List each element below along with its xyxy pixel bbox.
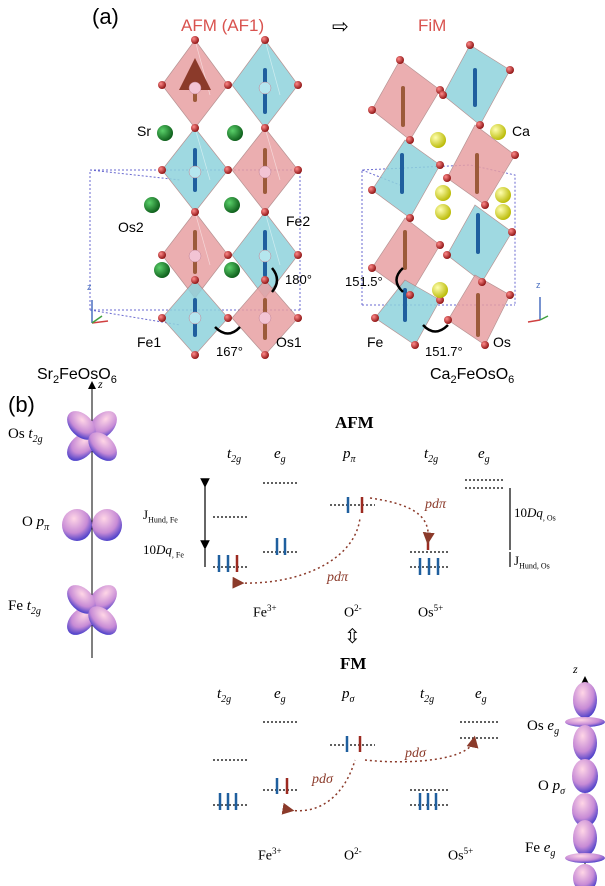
fm-hop-right: pdσ xyxy=(405,746,426,761)
fm-col-fe-eg: eg xyxy=(274,686,286,705)
orbital-label-os-eg: Os eg xyxy=(527,718,560,737)
double-arrow-icon: ⇳ xyxy=(344,626,361,648)
orbital-label-fe-eg: Fe eg xyxy=(525,840,556,859)
angle-arc-167 xyxy=(214,326,241,335)
afm-spins xyxy=(217,497,440,575)
sr-atoms xyxy=(144,125,243,278)
axis-z-b-right: z xyxy=(573,662,578,676)
fm-ion-fe: Fe3+ xyxy=(258,846,282,864)
orbital-label-fe-t2g: Fe t2g xyxy=(8,598,41,617)
dq-os: 10Dq, Os xyxy=(514,505,556,523)
afm-ion-os: Os5+ xyxy=(418,603,444,621)
angle-167: 167° xyxy=(216,344,243,359)
fm-ion-os: Os5+ xyxy=(448,846,474,864)
label-os1: Os1 xyxy=(276,334,302,350)
ca-atoms xyxy=(430,124,511,298)
afm-crystal-structure xyxy=(89,36,302,359)
label-ca: Ca xyxy=(512,123,530,139)
orbital-label-o-psigma: O pσ xyxy=(538,778,566,797)
fm-col-os-t2g: t2g xyxy=(420,686,435,705)
fm-level-diagram xyxy=(213,721,500,815)
angle-arc-151-7 xyxy=(422,324,449,333)
jhund-os: JHund, Os xyxy=(514,553,550,571)
label-os2: Os2 xyxy=(118,219,144,235)
axis-z-right: z xyxy=(536,280,541,290)
afm-col-o-ppi: pπ xyxy=(343,446,356,465)
afm-ion-fe: Fe3+ xyxy=(253,603,277,621)
fm-ion-o: O2- xyxy=(344,846,362,864)
angle-151-5: 151.5° xyxy=(345,274,383,289)
angle-arc-151-5 xyxy=(395,267,404,293)
axis-triad-right xyxy=(527,297,549,323)
afm-title-b: AFM xyxy=(335,413,374,432)
label-fe: Fe xyxy=(367,334,384,350)
panel-a-label: (a) xyxy=(92,4,119,29)
fm-hop-left: pdσ xyxy=(312,772,333,787)
oxygen-atoms-right xyxy=(368,41,519,349)
afm-levels xyxy=(213,479,503,568)
label-fe1: Fe1 xyxy=(137,334,162,350)
fm-col-o-psigma: pσ xyxy=(342,686,355,705)
axis-z-left: z xyxy=(87,282,92,292)
label-sr: Sr xyxy=(137,123,151,139)
afm-hop-lower: pdπ xyxy=(327,570,349,585)
angle-arc-180 xyxy=(271,267,279,293)
angle-180: 180° xyxy=(285,272,312,287)
orbital-label-o-ppi: O pπ xyxy=(22,514,50,533)
afm-level-diagram xyxy=(200,478,511,589)
axis-triad-left xyxy=(91,300,109,324)
afm-col-fe-t2g: t2g xyxy=(227,446,242,465)
transition-arrow-icon: ⇨ xyxy=(332,16,349,38)
b-site-ions-left xyxy=(188,81,272,325)
orbital-column-right xyxy=(565,676,605,886)
oxygen-atoms-left xyxy=(158,36,302,359)
label-fe2: Fe2 xyxy=(286,213,311,229)
afm-title: AFM (AF1) xyxy=(181,16,265,35)
fim-title: FiM xyxy=(418,16,447,35)
panel-b-label: (b) xyxy=(8,392,35,417)
afm-col-os-eg: eg xyxy=(478,446,490,465)
orbital-column-left xyxy=(62,381,122,658)
spins-right xyxy=(400,68,480,337)
fim-crystal-structure xyxy=(361,41,549,349)
afm-hop-upper: pdπ xyxy=(425,497,447,512)
fm-col-os-eg: eg xyxy=(475,686,487,705)
dq-fe: 10Dq, Fe xyxy=(143,542,184,560)
afm-col-fe-eg: eg xyxy=(274,446,286,465)
afm-col-os-t2g: t2g xyxy=(424,446,439,465)
formula-left: Sr2FeOsO6 xyxy=(37,366,117,387)
formula-right: Ca2FeOsO6 xyxy=(430,366,515,387)
afm-ion-o: O2- xyxy=(344,603,362,621)
fm-col-fe-t2g: t2g xyxy=(217,686,232,705)
fm-title: FM xyxy=(340,654,367,673)
axis-z-b-left: z xyxy=(98,377,103,391)
jhund-fe: JHund, Fe xyxy=(143,507,178,525)
fm-spins xyxy=(218,736,438,810)
orbital-label-os-t2g: Os t2g xyxy=(8,426,43,445)
angle-151-7: 151.7° xyxy=(425,344,463,359)
label-os: Os xyxy=(493,334,511,350)
